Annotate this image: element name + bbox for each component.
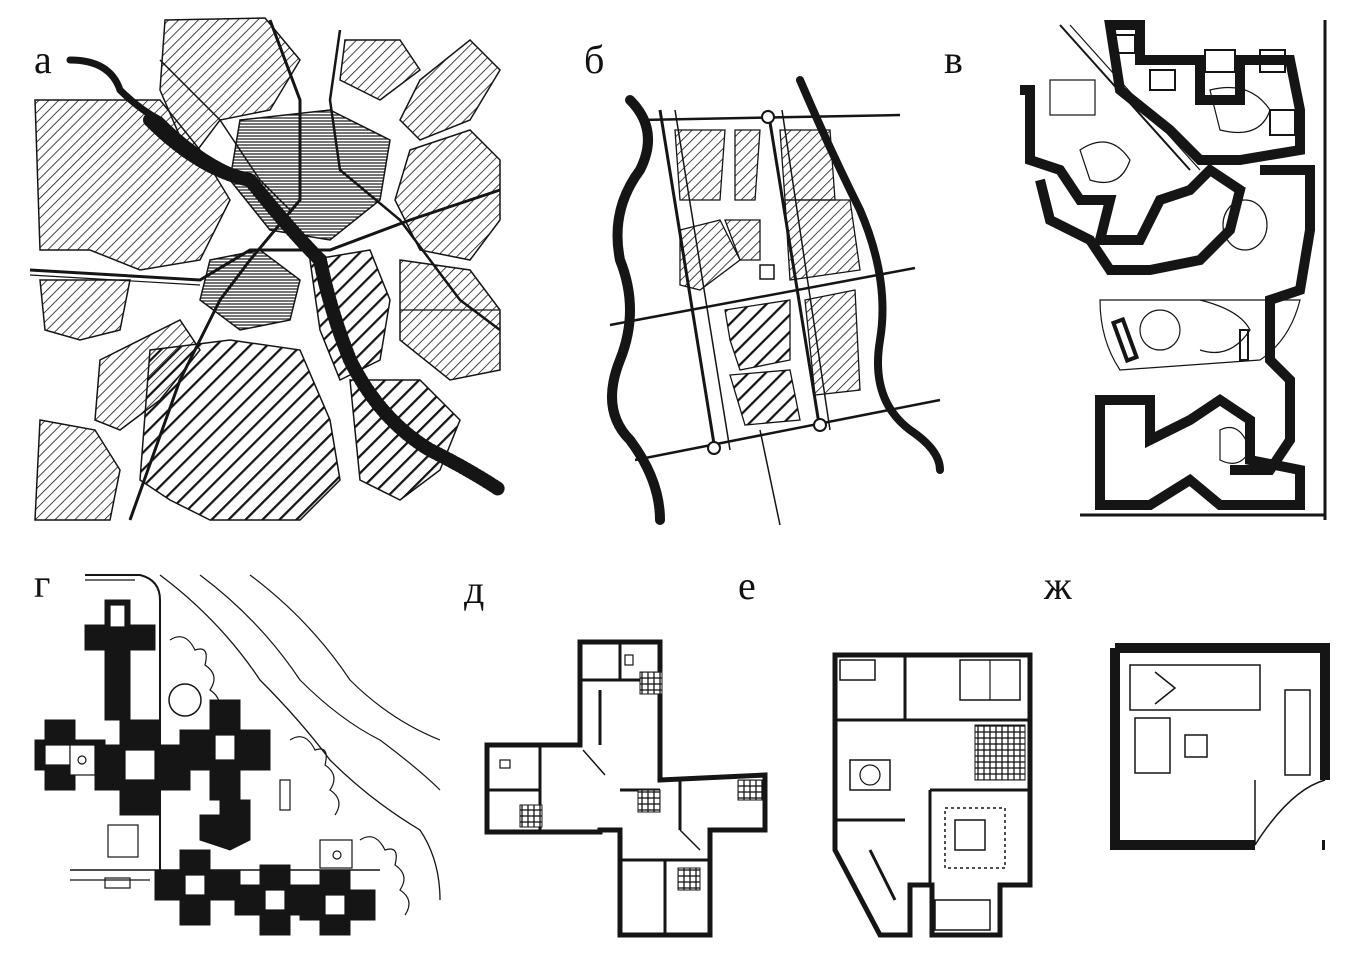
panel-v-housing-plan bbox=[1020, 20, 1327, 520]
panel-a-city-plan bbox=[29, 17, 507, 521]
panel-g-cluster-plan bbox=[34, 574, 441, 936]
panel-label-b: б bbox=[584, 37, 605, 82]
panel-label-a: а bbox=[34, 37, 52, 82]
panel-zh-room-plan bbox=[1110, 643, 1330, 850]
panel-e-apartment-plan bbox=[832, 652, 1033, 938]
panel-label-d: д bbox=[464, 567, 485, 612]
panel-label-v: в bbox=[944, 37, 963, 82]
panel-label-zh: ж bbox=[1044, 563, 1072, 608]
panel-label-e: е bbox=[738, 563, 756, 608]
panel-label-g: г bbox=[34, 561, 51, 606]
panel-b-district-plan bbox=[607, 76, 944, 526]
panel-d-house-plan bbox=[484, 639, 768, 938]
